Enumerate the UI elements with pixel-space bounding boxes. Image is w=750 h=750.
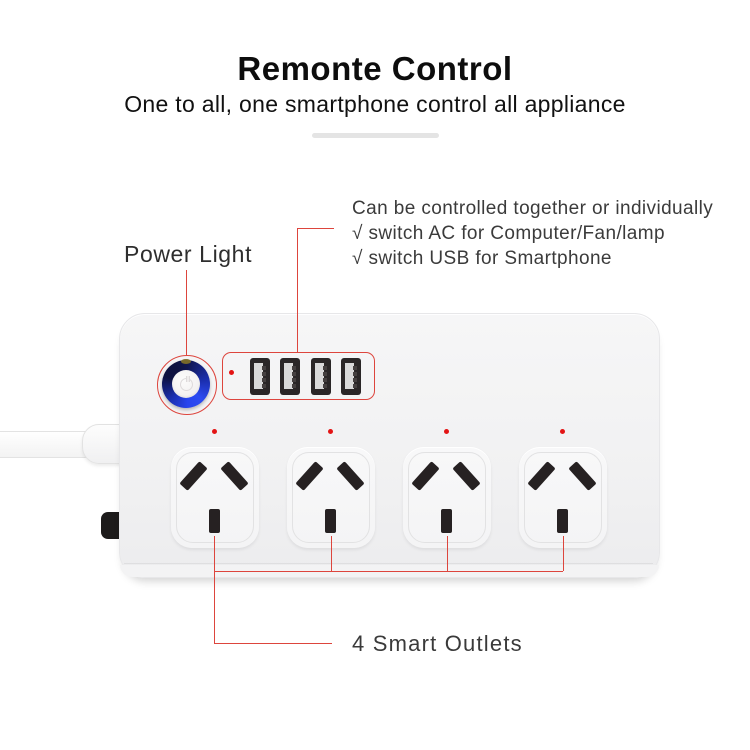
usb-note-text: Can be controlled together or individual… bbox=[352, 196, 713, 271]
usb-tongue bbox=[315, 363, 324, 389]
side-breaker-knob bbox=[101, 512, 121, 539]
usb-port-1 bbox=[250, 358, 270, 395]
page-subtitle: One to all, one smartphone control all a… bbox=[124, 91, 626, 117]
power-light-label: Power Light bbox=[124, 241, 253, 267]
callout-circle-power-button bbox=[157, 355, 217, 415]
callout-line-outlet-4 bbox=[563, 536, 564, 571]
callout-line-outlet-3 bbox=[447, 536, 448, 571]
divider-bar bbox=[312, 133, 439, 138]
usb-pin bbox=[292, 372, 296, 376]
callout-line-outlet-1 bbox=[214, 536, 215, 643]
callout-line-outlet-2 bbox=[331, 536, 332, 571]
usb-pin bbox=[262, 384, 266, 388]
outlet-slot-earth bbox=[209, 509, 220, 533]
usb-pin bbox=[323, 366, 327, 370]
page-title: Remonte Control bbox=[237, 50, 513, 87]
usb-note-line-3: √ switch USB for Smartphone bbox=[352, 248, 612, 269]
callout-box-usb bbox=[222, 352, 375, 400]
usb-pin bbox=[262, 372, 266, 376]
usb-pin bbox=[292, 366, 296, 370]
ac-outlet-4 bbox=[519, 447, 607, 548]
ac-outlet-1 bbox=[171, 447, 259, 548]
callout-line-outlets-label bbox=[214, 643, 332, 644]
usb-note-line-1: Can be controlled together or individual… bbox=[352, 198, 714, 219]
usb-tongue bbox=[284, 363, 293, 389]
strip-seam-line bbox=[124, 563, 653, 564]
usb-pin bbox=[292, 378, 296, 382]
usb-note-line-2: √ switch AC for Computer/Fan/lamp bbox=[352, 223, 665, 244]
smart-outlets-label: 4 Smart Outlets bbox=[352, 631, 523, 656]
outlet-slot-earth bbox=[557, 509, 568, 533]
usb-pin bbox=[353, 378, 357, 382]
outlet-led-2 bbox=[328, 429, 333, 434]
usb-port-4 bbox=[341, 358, 361, 395]
usb-pin bbox=[323, 372, 327, 376]
usb-pin bbox=[353, 384, 357, 388]
outlet-led-1 bbox=[212, 429, 217, 434]
usb-pin bbox=[292, 384, 296, 388]
usb-pin bbox=[323, 378, 327, 382]
usb-port-2 bbox=[280, 358, 300, 395]
callout-line-power-light bbox=[186, 270, 187, 355]
usb-port-3 bbox=[311, 358, 331, 395]
callout-line-usb-vertical bbox=[297, 228, 298, 352]
usb-pin bbox=[353, 372, 357, 376]
usb-pin bbox=[262, 366, 266, 370]
ac-outlet-2 bbox=[287, 447, 375, 548]
usb-pin bbox=[353, 366, 357, 370]
usb-tongue bbox=[254, 363, 263, 389]
usb-tongue bbox=[345, 363, 354, 389]
outlet-led-3 bbox=[444, 429, 449, 434]
callout-line-usb-horizontal bbox=[297, 228, 334, 229]
power-cord bbox=[0, 431, 86, 458]
ac-outlet-3 bbox=[403, 447, 491, 548]
usb-pin bbox=[323, 384, 327, 388]
outlet-slot-earth bbox=[325, 509, 336, 533]
usb-indicator-led bbox=[229, 370, 234, 375]
usb-pin bbox=[262, 378, 266, 382]
cord-strain-relief bbox=[82, 424, 126, 464]
outlet-led-4 bbox=[560, 429, 565, 434]
outlet-slot-earth bbox=[441, 509, 452, 533]
outlet-ring bbox=[176, 452, 254, 543]
callout-line-outlets-bus bbox=[214, 571, 563, 572]
